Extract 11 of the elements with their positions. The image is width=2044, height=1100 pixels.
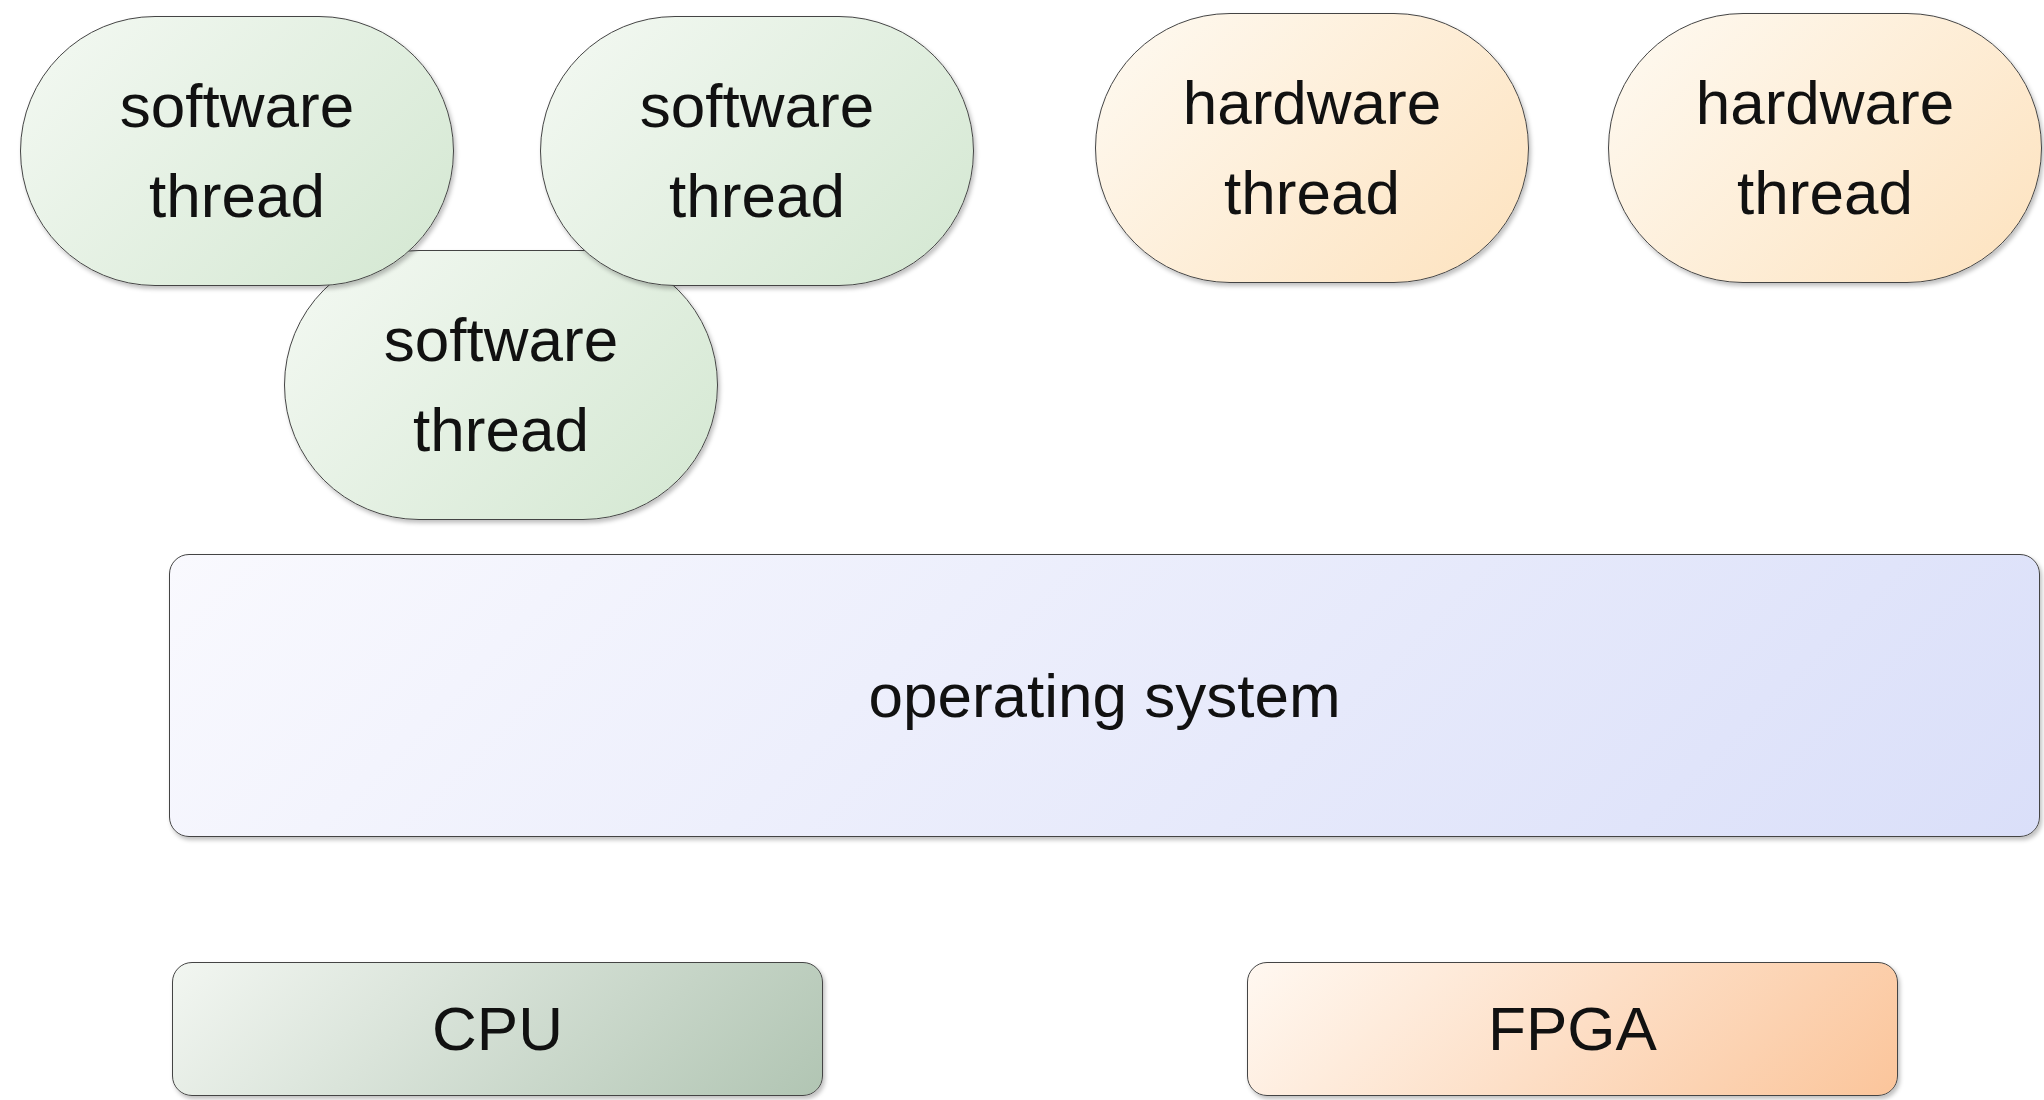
hardware-box	[1247, 962, 1898, 1096]
node-label: software thread	[638, 70, 876, 232]
node-label: operating system	[868, 659, 1341, 732]
node-label: software thread	[118, 70, 356, 232]
node-label: hardware thread	[1181, 67, 1443, 229]
node-label: CPU	[432, 993, 563, 1066]
hardware-box	[172, 962, 823, 1096]
node-label: hardware thread	[1694, 67, 1956, 229]
node-label: software thread	[382, 304, 620, 466]
layer-box	[169, 554, 2040, 837]
node-label: FPGA	[1488, 993, 1657, 1066]
